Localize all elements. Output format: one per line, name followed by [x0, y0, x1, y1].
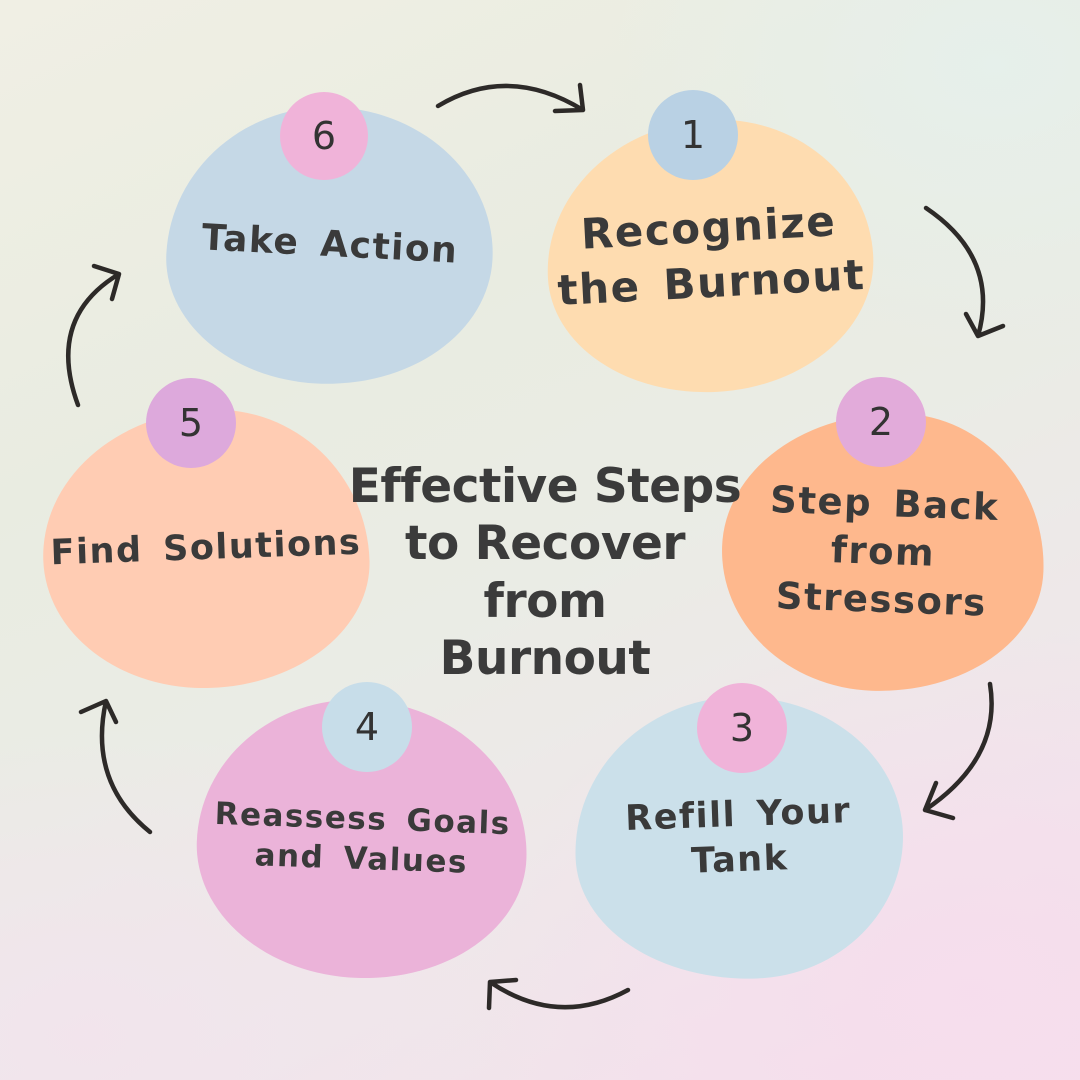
step-label-5-line-1: Find Solutions [49, 522, 362, 574]
step-label-1: Recognize the Burnout [553, 193, 866, 318]
step-badge-6: 6 [280, 92, 368, 180]
arrow-2-to-3-icon [922, 681, 994, 821]
step-label-2: Step Back from Stressors [720, 474, 1047, 629]
page-title-line-2: to Recover from [404, 516, 686, 629]
page-title-line-1: Effective Steps [348, 459, 742, 514]
arrow-3-to-4-icon [486, 977, 631, 1011]
step-badge-2: 2 [836, 377, 926, 467]
step-badge-3: 3 [697, 683, 787, 773]
step-label-3: Refill Your Tank [574, 787, 905, 889]
arrow-1-to-2-icon [923, 205, 1006, 339]
arrow-5-to-6-icon [66, 263, 122, 408]
step-badge-5: 5 [146, 378, 236, 468]
arrow-6-to-1-icon [435, 82, 586, 114]
step-label-3-line-1: Refill Your Tank [624, 790, 852, 882]
arrow-4-to-5-icon [78, 698, 153, 835]
step-label-2-line-2: from Stressors [775, 528, 988, 625]
step-badge-1: 1 [648, 90, 738, 180]
page-title: Effective Steps to Recover from Burnout [340, 458, 750, 687]
step-badge-4: 4 [322, 682, 412, 772]
step-label-6: Take Action [201, 215, 460, 275]
step-label-5: Find Solutions [50, 521, 362, 577]
page-title-line-3: Burnout [439, 630, 651, 686]
step-label-4: Reassess Goals and Values [213, 794, 512, 885]
step-label-6-line-1: Take Action [200, 217, 460, 272]
